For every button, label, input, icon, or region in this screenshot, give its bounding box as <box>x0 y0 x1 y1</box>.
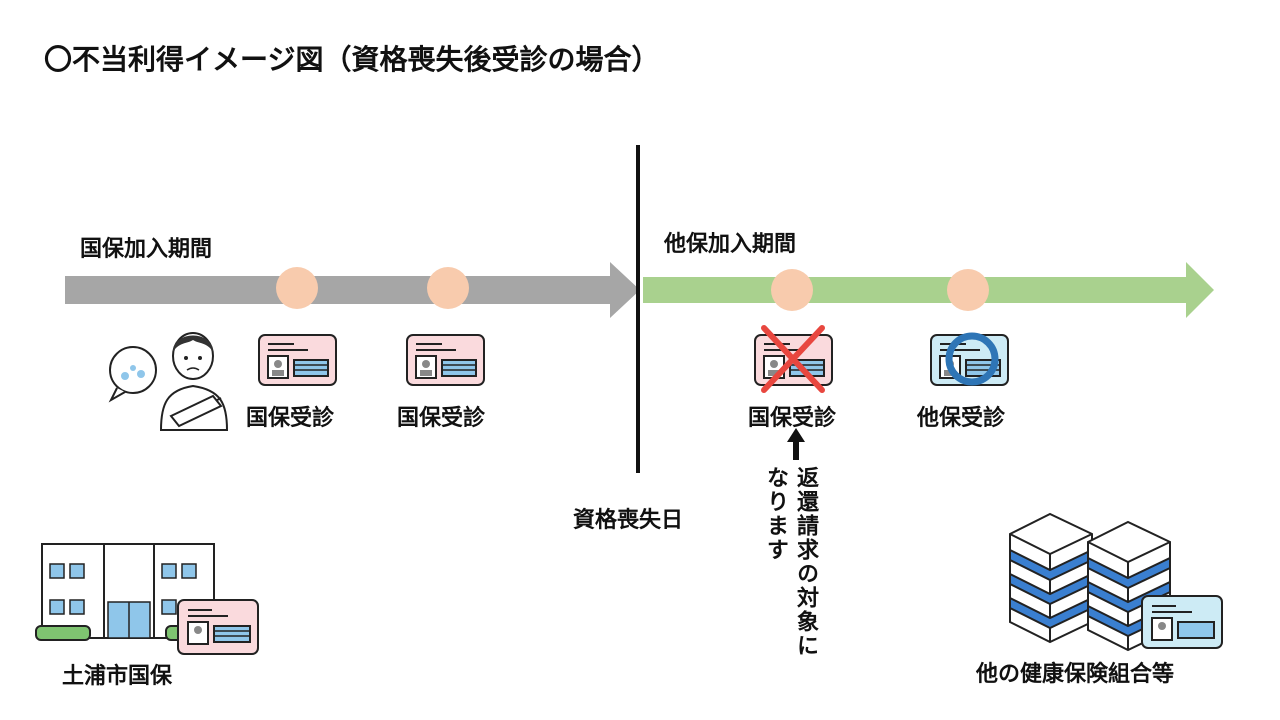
visit-dot-4 <box>947 269 989 311</box>
up-arrow-icon <box>787 428 805 460</box>
person-injured-icon <box>108 332 229 431</box>
refund-note-line2: なります <box>763 466 788 562</box>
city-hall-icon <box>35 543 259 655</box>
qualification-loss-date-label: 資格喪失日 <box>573 508 684 533</box>
tsuchiura-national-insurance-label: 土浦市国保 <box>62 664 173 689</box>
visit-label-4: 他保受診 <box>917 406 1006 431</box>
visit-dot-3 <box>771 269 813 311</box>
server-stack-icon <box>1009 512 1223 652</box>
national-insurance-period-arrow <box>65 262 640 318</box>
insurance-card-icon <box>930 332 1009 386</box>
visit-label-3: 国保受診 <box>748 406 837 431</box>
cross-mark-icon <box>761 325 825 393</box>
refund-note: 返還請求の対象に なります <box>760 466 820 658</box>
other-insurance-period-label: 他保加入期間 <box>664 232 797 257</box>
insurance-card-icon <box>406 334 485 386</box>
visit-dot-1 <box>276 267 318 309</box>
page-title: 〇不当利得イメージ図（資格喪失後受診の場合） <box>44 43 660 76</box>
refund-note-line1: 返還請求の対象に <box>793 466 818 658</box>
visit-label-2: 国保受診 <box>397 406 486 431</box>
other-insurance-period-arrow <box>643 262 1214 318</box>
insurance-card-icon <box>754 325 833 393</box>
other-health-insurance-label: 他の健康保険組合等 <box>976 662 1175 687</box>
visit-dot-2 <box>427 267 469 309</box>
national-insurance-period-label: 国保加入期間 <box>80 237 213 262</box>
visit-label-1: 国保受診 <box>246 406 335 431</box>
qualification-loss-divider <box>636 145 640 473</box>
insurance-card-icon <box>258 334 337 386</box>
circle-mark-icon <box>945 332 999 386</box>
